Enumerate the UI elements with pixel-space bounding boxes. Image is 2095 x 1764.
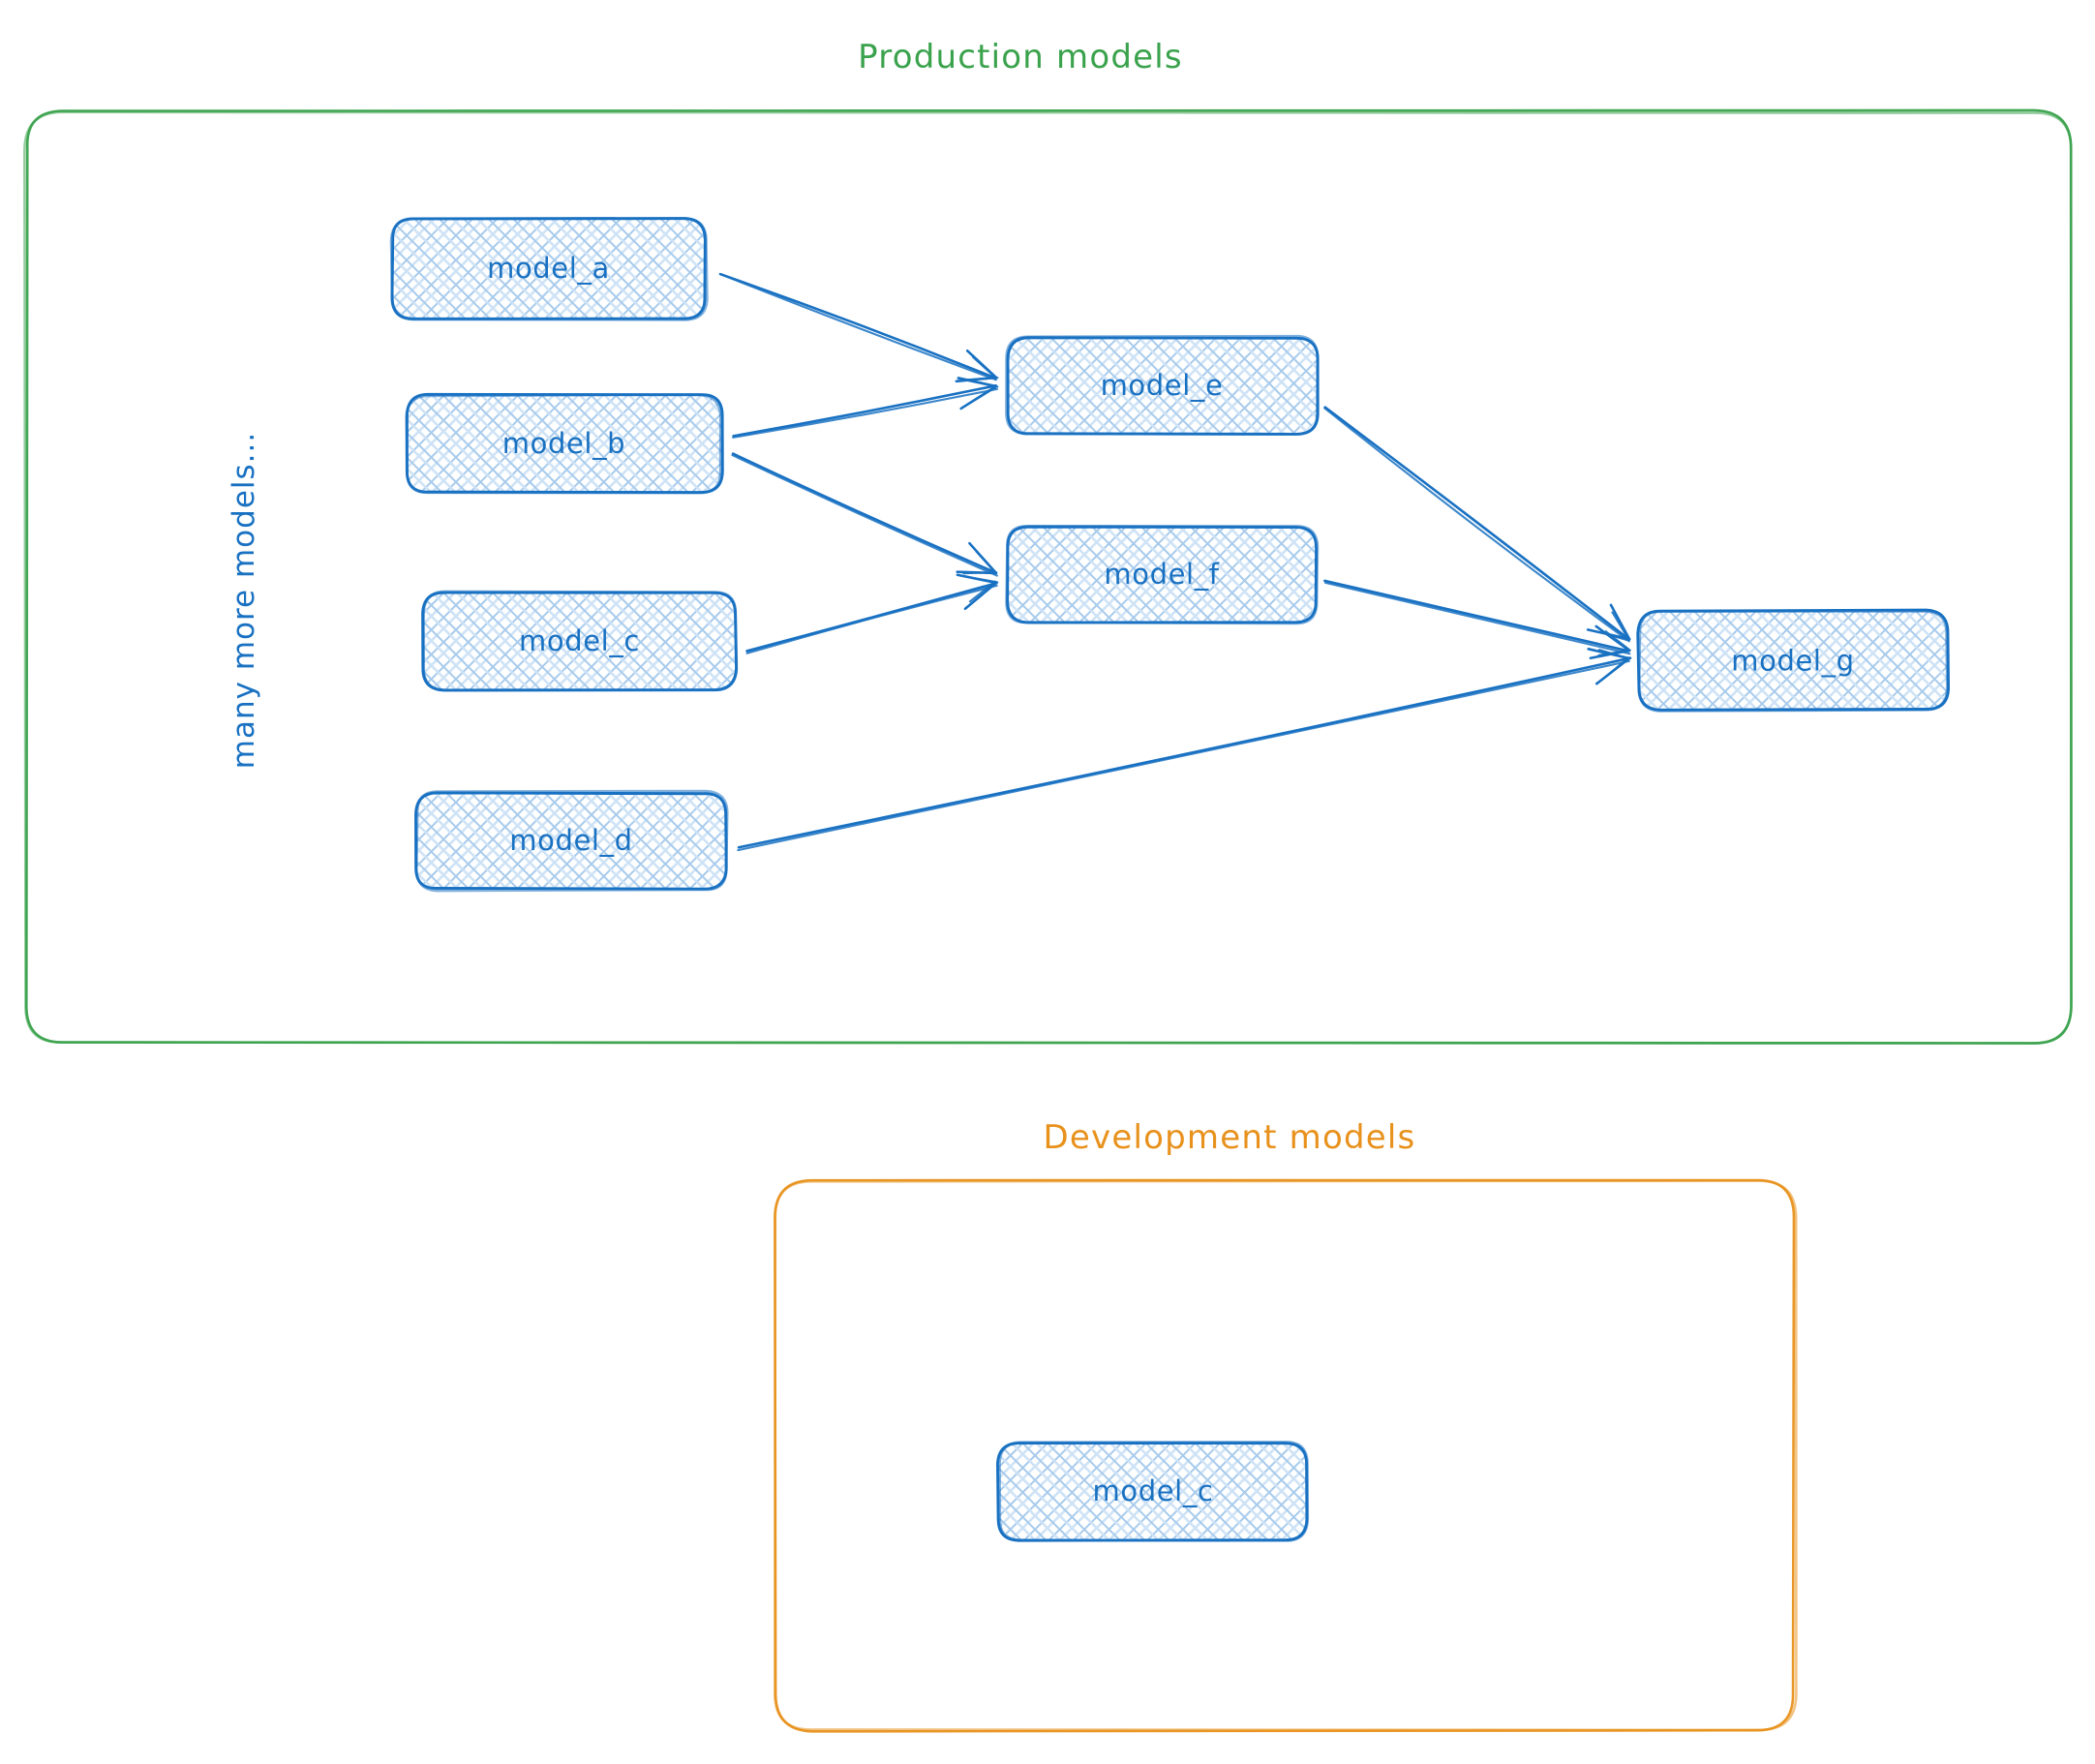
node-model_c[interactable]: model_c xyxy=(421,590,739,692)
node-label: model_c xyxy=(519,624,640,657)
group-container-development xyxy=(773,1178,1798,1733)
edge-d-to-g xyxy=(737,648,1632,852)
edge-a-to-e xyxy=(718,272,999,383)
node-label: model_f xyxy=(1104,558,1219,591)
node-model_e[interactable]: model_e xyxy=(1005,334,1320,436)
node-label: model_a xyxy=(487,252,610,285)
edge-c-to-f xyxy=(745,573,999,654)
side-notes: many more models... xyxy=(227,432,261,769)
node-label: model_c xyxy=(1093,1475,1214,1507)
group-label-production: Production models xyxy=(858,38,1183,76)
group-containers xyxy=(23,108,2073,1733)
node-model_b[interactable]: model_b xyxy=(405,392,724,495)
node-model_c_dev[interactable]: model_c xyxy=(996,1441,1310,1542)
nodes: model_a model_b model_c model_d model_emodel… xyxy=(389,217,1951,1542)
node-model_a[interactable]: model_a xyxy=(389,217,709,321)
edges xyxy=(718,272,1632,852)
edge-b-to-f xyxy=(731,452,998,577)
node-label: model_e xyxy=(1101,369,1224,402)
node-label: model_b xyxy=(502,427,625,460)
node-label: model_d xyxy=(509,824,632,857)
node-model_d[interactable]: model_d xyxy=(414,789,729,893)
side-note-many-more-models: many more models... xyxy=(227,432,261,769)
group-label-development: Development models xyxy=(1044,1118,1416,1157)
node-model_f[interactable]: model_f xyxy=(1005,525,1320,625)
edge-f-to-g xyxy=(1323,579,1631,660)
node-model_g[interactable]: model_g xyxy=(1636,608,1951,713)
group-container-production xyxy=(23,108,2073,1046)
node-label: model_g xyxy=(1731,645,1854,678)
edge-b-to-e xyxy=(732,377,999,439)
edge-e-to-g xyxy=(1323,406,1631,643)
